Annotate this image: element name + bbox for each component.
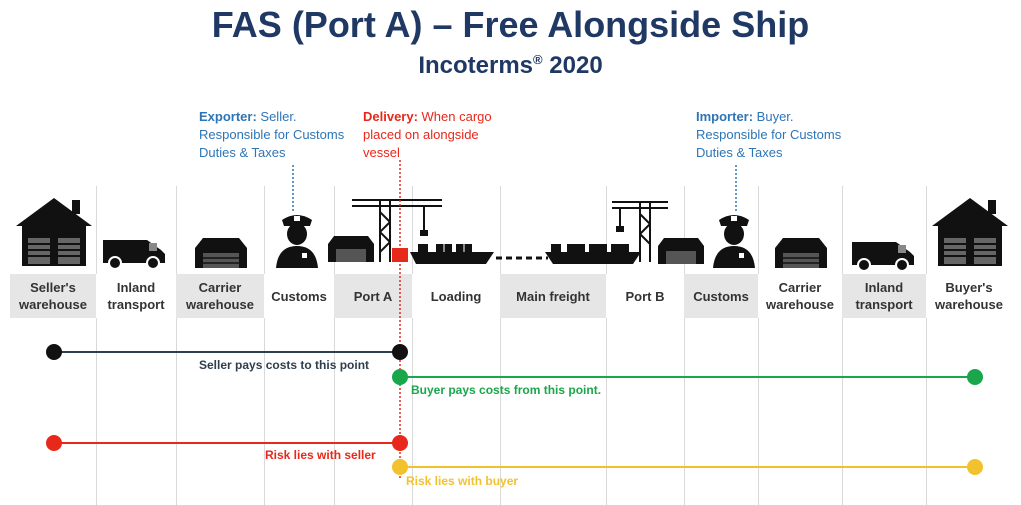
exporter-annotation: Exporter: Seller. Responsible for Custom… xyxy=(199,108,344,162)
port-crane-icon xyxy=(612,201,704,264)
column-divider xyxy=(684,186,685,505)
column-divider xyxy=(412,186,413,505)
stage-label-main-freight: Main freight xyxy=(500,274,606,318)
van-icon xyxy=(852,242,914,272)
stage-label-port-a: Port A xyxy=(334,274,412,318)
seller-risk-text: Risk lies with seller xyxy=(265,448,376,462)
buyer-risk-start-dot xyxy=(392,459,408,475)
delivery-line-1: When cargo xyxy=(417,109,492,124)
house-icon xyxy=(932,198,1008,266)
exporter-line-1: Seller. xyxy=(256,109,297,124)
buyer-costs-start-dot xyxy=(392,369,408,385)
port-crane-icon xyxy=(328,199,442,262)
column-divider xyxy=(264,186,265,505)
column-divider xyxy=(926,186,927,505)
warehouse-icon xyxy=(775,238,827,268)
customs-officer-icon xyxy=(276,215,318,268)
stage-label-customs-import: Customs xyxy=(684,274,758,318)
seller-risk-end-dot xyxy=(392,435,408,451)
exporter-line-3: Duties & Taxes xyxy=(199,145,286,160)
delivery-label: Delivery: xyxy=(363,109,418,124)
warehouse-icon xyxy=(195,238,247,268)
delivery-marker xyxy=(392,248,408,262)
column-divider xyxy=(500,186,501,505)
page-subtitle: Incoterms® 2020 xyxy=(0,52,1021,80)
importer-line-3: Duties & Taxes xyxy=(696,145,783,160)
buyer-risk-end-dot xyxy=(967,459,983,475)
column-divider xyxy=(334,186,335,505)
buyer-risk-text: Risk lies with buyer xyxy=(406,474,519,488)
seller-costs-start-dot xyxy=(46,344,62,360)
delivery-line-3: vessel xyxy=(363,145,400,160)
house-icon xyxy=(16,198,92,266)
seller-costs-end-dot xyxy=(392,344,408,360)
subtitle-year: 2020 xyxy=(549,52,603,79)
delivery-line-2: placed on alongside xyxy=(363,127,479,142)
registered-mark: ® xyxy=(533,52,543,67)
ship-icon xyxy=(545,244,641,264)
stage-label-customs: Customs xyxy=(264,274,334,318)
exporter-line-2: Responsible for Customs xyxy=(199,127,345,142)
buyer-costs-text: Buyer pays costs from this point. xyxy=(411,383,602,397)
stage-label-loading: Loading xyxy=(412,274,500,318)
importer-line-2: Responsible for Customs xyxy=(696,127,842,142)
van-icon xyxy=(103,240,165,270)
importer-annotation: Importer: Buyer. Responsible for Customs… xyxy=(696,108,841,162)
seller-costs-text: Seller pays costs to this point xyxy=(199,358,370,372)
column-divider xyxy=(842,186,843,505)
stage-label-port-b: Port B xyxy=(606,274,684,318)
page-title: FAS (Port A) – Free Alongside Ship xyxy=(211,4,810,45)
ship-icon xyxy=(410,244,494,264)
customs-officer-icon xyxy=(713,215,755,268)
subtitle-text: Incoterms xyxy=(418,52,534,79)
exporter-label: Exporter: xyxy=(199,109,257,124)
column-divider xyxy=(176,186,177,505)
column-divider xyxy=(606,186,607,505)
importer-line-1: Buyer. xyxy=(753,109,794,124)
seller-risk-start-dot xyxy=(46,435,62,451)
delivery-annotation: Delivery: When cargo placed on alongside… xyxy=(363,108,492,162)
column-divider xyxy=(758,186,759,505)
buyer-costs-end-dot xyxy=(967,369,983,385)
importer-label: Importer: xyxy=(696,109,754,124)
column-divider xyxy=(96,186,97,505)
